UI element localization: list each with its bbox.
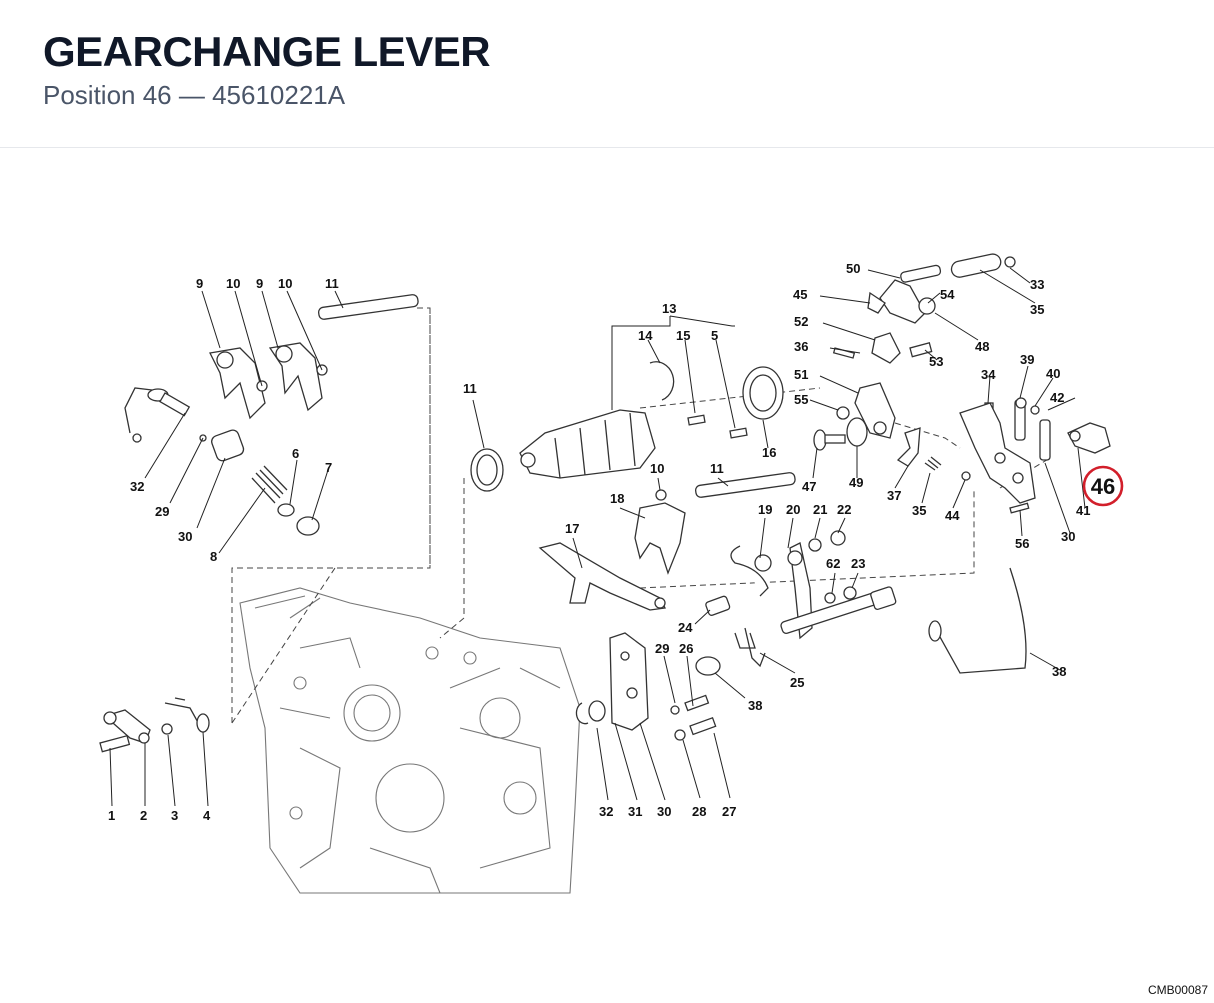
callout-label: 9 xyxy=(256,276,263,291)
highlighted-position-marker[interactable]: 46 xyxy=(1082,465,1124,507)
callout-label: 9 xyxy=(196,276,203,291)
callout-label: 26 xyxy=(679,641,693,656)
callout-label: 51 xyxy=(794,367,808,382)
callout-label: 10 xyxy=(650,461,664,476)
page-title: GEARCHANGE LEVER xyxy=(43,28,491,75)
callout-label: 29 xyxy=(155,504,169,519)
callout-label: 35 xyxy=(912,503,926,518)
callout-label: 49 xyxy=(849,475,863,490)
callout-label: 21 xyxy=(813,502,827,517)
callout-label: 1 xyxy=(108,808,115,823)
callout-label: 30 xyxy=(1061,529,1075,544)
callout-label: 6 xyxy=(292,446,299,461)
callout-label: 17 xyxy=(565,521,579,536)
callout-label: 31 xyxy=(628,804,642,819)
callout-label: 23 xyxy=(851,556,865,571)
callout-label: 11 xyxy=(710,461,724,476)
callout-labels: 9 10 9 10 11 11 13 14 15 5 16 32 29 30 8… xyxy=(108,261,1090,823)
callout-label: 16 xyxy=(762,445,776,460)
callout-label: 15 xyxy=(676,328,690,343)
callout-label: 53 xyxy=(929,354,943,369)
callout-label: 30 xyxy=(178,529,192,544)
highlight-ring xyxy=(1082,465,1124,507)
callout-label: 45 xyxy=(793,287,807,302)
callout-label: 8 xyxy=(210,549,217,564)
callout-label: 44 xyxy=(945,508,960,523)
callout-label: 24 xyxy=(678,620,693,635)
callout-label: 19 xyxy=(758,502,772,517)
callout-label: 37 xyxy=(887,488,901,503)
highlight-label: 46 xyxy=(1091,474,1115,499)
callout-label: 47 xyxy=(802,479,816,494)
exploded-parts-diagram: 9 10 9 10 11 11 13 14 15 5 16 32 29 30 8… xyxy=(99,253,1124,894)
callout-label: 33 xyxy=(1030,277,1044,292)
callout-label: 62 xyxy=(826,556,840,571)
callout-label: 48 xyxy=(975,339,989,354)
callout-label: 36 xyxy=(794,339,808,354)
callout-label: 38 xyxy=(1052,664,1066,679)
callout-label: 42 xyxy=(1050,390,1064,405)
callout-label: 34 xyxy=(981,367,996,382)
callout-label: 11 xyxy=(463,381,477,396)
callout-label: 3 xyxy=(171,808,178,823)
callout-label: 28 xyxy=(692,804,706,819)
callout-label: 29 xyxy=(655,641,669,656)
callout-label: 11 xyxy=(325,276,339,291)
callout-label: 38 xyxy=(748,698,762,713)
callout-label: 2 xyxy=(140,808,147,823)
callout-label: 40 xyxy=(1046,366,1060,381)
callout-label: 20 xyxy=(786,502,800,517)
callout-label: 13 xyxy=(662,301,676,316)
callout-label: 32 xyxy=(130,479,144,494)
callout-label: 56 xyxy=(1015,536,1029,551)
callout-label: 50 xyxy=(846,261,860,276)
callout-label: 27 xyxy=(722,804,736,819)
callout-label: 4 xyxy=(203,808,211,823)
callout-label: 32 xyxy=(599,804,613,819)
callout-label: 35 xyxy=(1030,302,1044,317)
callout-leaders xyxy=(109,267,1086,807)
callout-label: 18 xyxy=(610,491,624,506)
callout-label: 10 xyxy=(226,276,240,291)
callout-label: 52 xyxy=(794,314,808,329)
callout-label: 7 xyxy=(325,460,332,475)
callout-label: 55 xyxy=(794,392,808,407)
drawing-reference: CMB00087 xyxy=(1147,983,1208,997)
callout-label: 30 xyxy=(657,804,671,819)
page-header: GEARCHANGE LEVER Position 46 — 45610221A xyxy=(0,0,1214,148)
callout-label: 25 xyxy=(790,675,804,690)
callout-label: 41 xyxy=(1076,503,1090,518)
callout-label: 22 xyxy=(837,502,851,517)
part-subtitle: Position 46 — 45610221A xyxy=(43,80,346,110)
callout-label: 14 xyxy=(638,328,653,343)
callout-label: 39 xyxy=(1020,352,1034,367)
callout-label: 10 xyxy=(278,276,292,291)
part-drawings xyxy=(99,253,1111,753)
assembly-guide-lines xyxy=(231,307,1051,724)
callout-label: 5 xyxy=(711,328,718,343)
callout-label: 54 xyxy=(940,287,955,302)
crankcase-drawing xyxy=(239,587,581,894)
